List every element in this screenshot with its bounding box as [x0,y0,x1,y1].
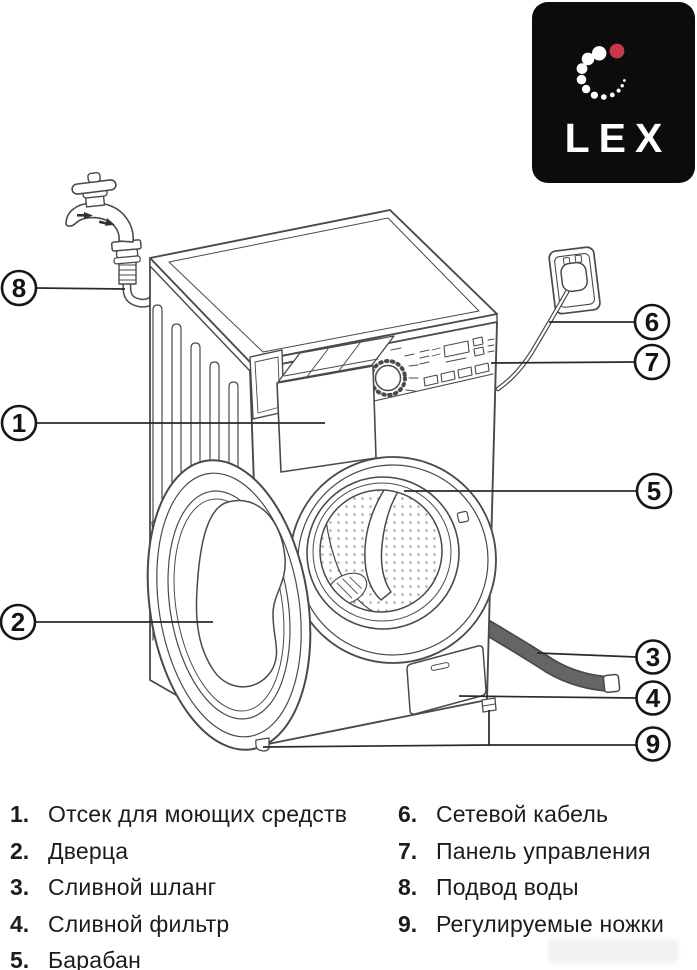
detergent-drawer [249,335,395,473]
washing-machine-diagram: 8 1 2 6 7 5 3 [0,171,673,762]
power-outlet [495,246,601,392]
svg-text:9: 9 [646,729,660,759]
svg-text:5: 5 [647,476,661,506]
legend-item-label: Сливной фильтр [48,910,230,937]
callout-1: 1 [0,404,38,442]
legend-item-label: Сетевой кабель [436,801,609,827]
svg-text:6: 6 [645,307,659,337]
logo-brand-text: LEX [564,115,672,161]
callout-4: 4 [635,680,671,716]
callout-7: 7 [633,343,671,381]
side-ridges [152,304,239,696]
leader-line-8 [35,287,126,290]
flow-arrow-icon [77,212,115,226]
legend-item-number: 7. [398,837,418,864]
legend-item-2: 2. Дверца [10,838,398,875]
leader-line-4 [458,695,637,699]
legend-item-9: 9. Регулируемые ножки [398,911,694,948]
legend-column-2: 6. Сетевой кабель 7. Панель управления 8… [398,801,694,970]
tap-handle [71,171,117,208]
legend-item-label: Дверца [48,837,129,864]
drum-paddle [364,490,409,601]
legend-item-number: 9. [398,910,418,937]
legend-item-label: Подвод воды [436,874,579,900]
legend-item-6: 6. Сетевой кабель [398,801,694,838]
legend-item-label: Сливной шланг [48,874,217,900]
legend: 1. Отсек для моющих средств 2. Дверца 3.… [10,801,694,970]
legend-item-number: 4. [10,910,30,937]
legend-item-number: 5. [10,947,30,970]
drum-interior [320,490,442,612]
leader-line-9 [488,710,636,746]
legend-item-3: 3. Сливной шланг [10,874,398,911]
legend-item-7: 7. Панель управления [398,838,694,875]
legend-item-number: 2. [10,837,30,864]
inlet-hose [110,239,160,308]
svg-text:3: 3 [646,642,660,672]
callout-8: 8 [0,269,38,307]
leader-lines [35,287,637,748]
legend-item-label: Панель управления [436,837,651,864]
door [146,459,312,751]
legend-item-label: Барабан [48,947,142,970]
logo-red-dot [609,43,625,59]
legend-item-number: 8. [398,874,418,900]
watermark [548,939,678,963]
legend-item-1: 1. Отсек для моющих средств [10,801,398,838]
display-cluster [419,336,495,387]
leader-line-7 [490,361,635,364]
svg-text:8: 8 [12,273,26,303]
svg-text:1: 1 [12,408,26,438]
svg-text:2: 2 [11,607,25,637]
legend-item-number: 3. [10,874,30,900]
legend-column-1: 1. Отсек для моющих средств 2. Дверца 3.… [10,801,398,970]
porthole [289,456,497,664]
svg-text:4: 4 [646,683,661,713]
legend-item-label: Регулируемые ножки [436,910,664,937]
legend-item-label: Отсек для моющих средств [48,801,348,827]
callout-9: 9 [635,726,671,762]
water-tap [65,171,160,308]
power-cable [495,289,570,392]
callout-3: 3 [635,639,671,675]
legend-item-number: 6. [398,801,418,827]
lex-logo: LEX [532,2,695,183]
drain-hose [470,614,621,694]
callout-5: 5 [635,472,673,510]
leader-line-9b [262,744,490,748]
callout-2: 2 [0,603,37,641]
legend-item-8: 8. Подвод воды [398,874,694,911]
callouts: 8 1 2 6 7 5 3 [0,269,673,762]
dotted-c-logo-icon [576,43,626,100]
door-latch-hole [456,510,470,524]
door-glass [195,499,286,688]
leader-line-3 [536,652,637,658]
legend-item-5: 5. Барабан [10,947,398,970]
callout-6: 6 [633,303,671,341]
legend-item-number: 1. [10,801,30,827]
svg-text:7: 7 [645,347,659,377]
adjustable-feet [255,697,497,752]
legend-item-4: 4. Сливной фильтр [10,911,398,948]
